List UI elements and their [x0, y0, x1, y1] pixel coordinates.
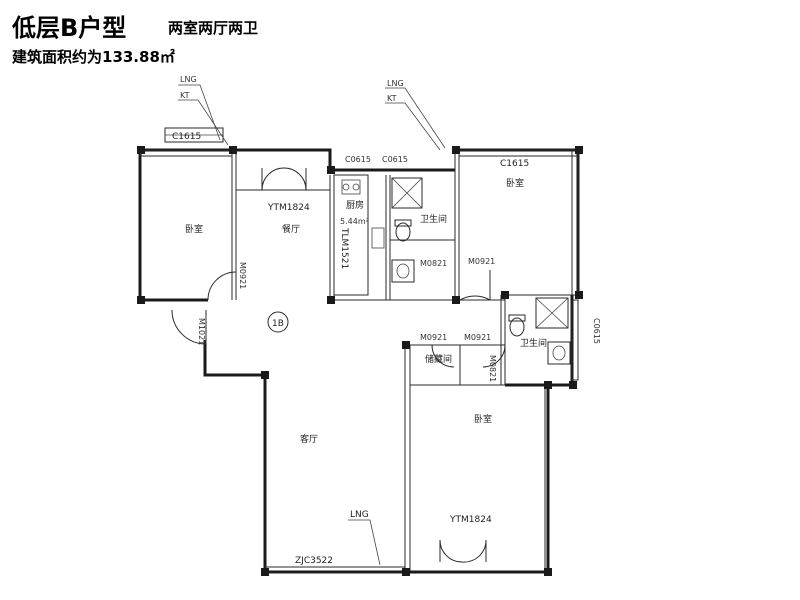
leader-lines — [178, 84, 446, 566]
label-c1615-left: C1615 — [172, 132, 201, 142]
room-living: 客厅 — [300, 433, 318, 445]
room-bath-top: 卫生间 — [420, 213, 447, 225]
label-c0615a: C0615 — [345, 155, 371, 164]
room-bedroom-left: 卧室 — [185, 223, 203, 235]
fixtures — [333, 174, 571, 365]
label-ytm-top: YTM1824 — [267, 203, 310, 213]
label-c0615-side: C0615 — [592, 318, 601, 344]
plan-title: 低层B户型 — [12, 14, 127, 42]
label-c0615b: C0615 — [382, 155, 408, 164]
unit-tag-circle — [267, 311, 289, 333]
room-storage: 储藏间 — [425, 353, 452, 365]
room-bedroom-bottom: 卧室 — [474, 413, 492, 425]
label-m0921-right: M0921 — [468, 257, 495, 266]
label-m1021: M1021 — [197, 318, 206, 345]
columns — [137, 146, 583, 576]
label-lng-1: LNG — [180, 75, 197, 84]
label-kt-1: KT — [180, 91, 190, 100]
label-tlm: TLM1521 — [339, 227, 349, 269]
room-dining: 餐厅 — [282, 223, 300, 235]
interior-walls — [231, 150, 578, 572]
label-lng-2: LNG — [387, 79, 404, 88]
label-zjc: ZJC3522 — [295, 556, 333, 566]
label-m0821-top: M0821 — [420, 259, 447, 268]
room-bedroom-right: 卧室 — [506, 177, 524, 189]
label-ytm-bottom: YTM1824 — [449, 515, 492, 525]
kitchen-area: 5.44m² — [340, 217, 369, 226]
label-m0821-right: M0821 — [488, 355, 497, 382]
room-bath-right: 卫生间 — [520, 337, 547, 349]
label-kt-2: KT — [387, 94, 397, 103]
plan-subtitle: 两室两厅两卫 — [168, 19, 259, 37]
label-m0921-left: M0921 — [238, 262, 247, 289]
unit-tag-text: 1B — [272, 319, 284, 329]
label-m0921-store: M0921 — [420, 333, 447, 342]
exterior-walls — [138, 148, 580, 574]
label-c1615-right: C1615 — [500, 159, 529, 169]
building-area: 建筑面积约为133.88㎡ — [12, 48, 175, 66]
label-m0921-bath: M0921 — [464, 333, 491, 342]
doors — [171, 167, 506, 563]
label-lng-3: LNG — [350, 510, 369, 520]
room-kitchen: 厨房 — [346, 199, 364, 211]
